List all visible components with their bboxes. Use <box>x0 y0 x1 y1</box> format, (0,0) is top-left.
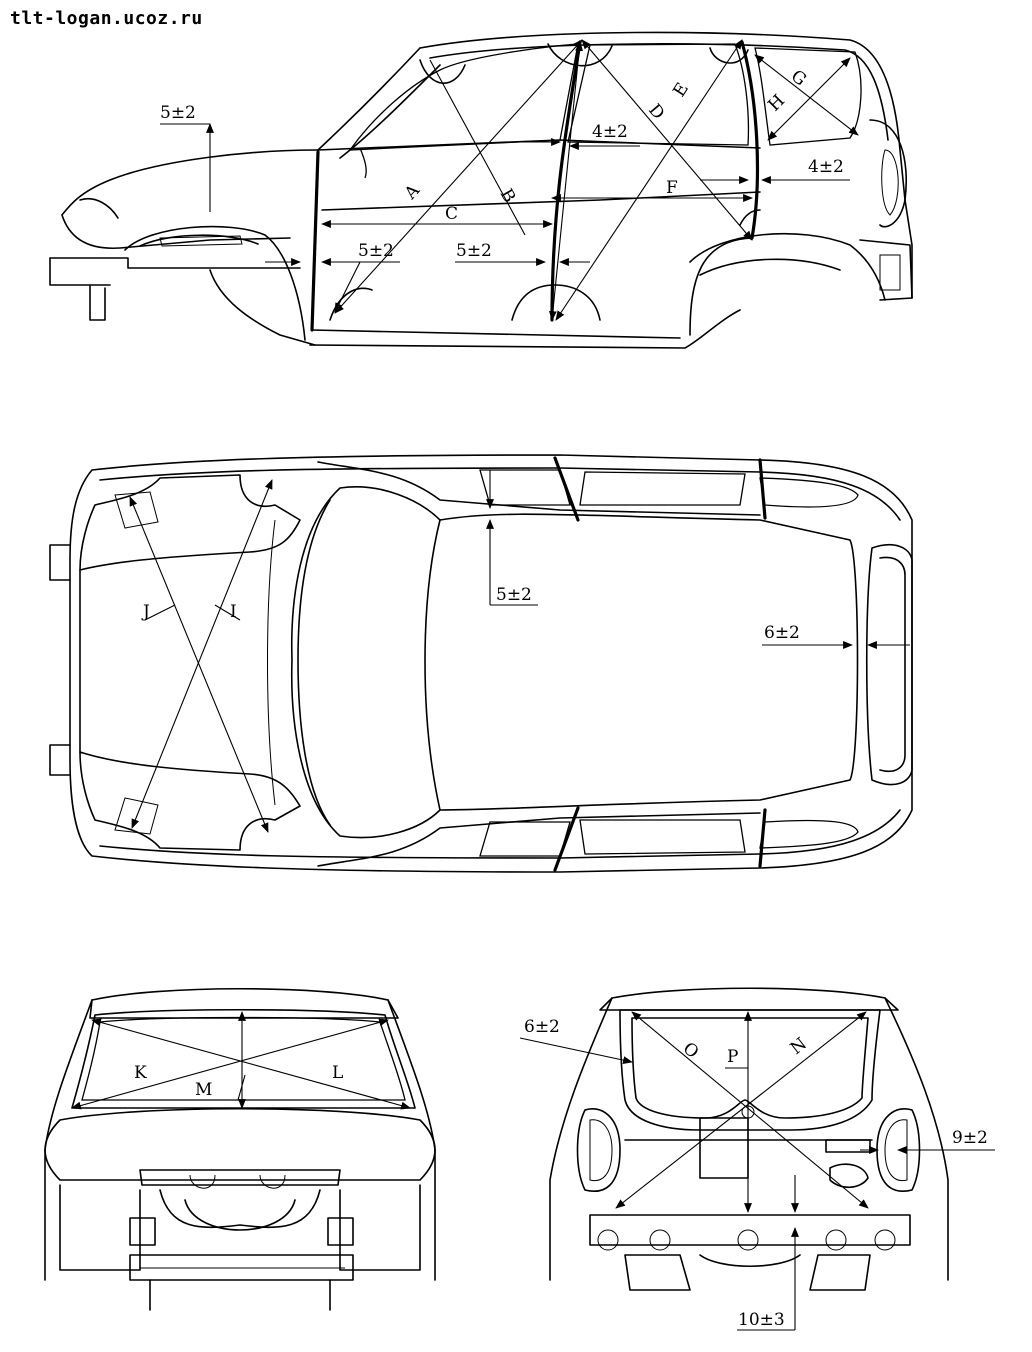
rear-roof-outline <box>599 987 899 1011</box>
label-h: H <box>764 91 789 116</box>
side-roof-outline <box>419 31 913 299</box>
top-windshield <box>290 486 441 839</box>
watermark-text: tlt-logan.ucoz.ru <box>10 8 203 29</box>
side-rocker <box>311 329 681 339</box>
side-dim-h-line <box>767 57 851 141</box>
label-i: I <box>230 602 237 622</box>
top-hood <box>79 474 301 571</box>
label-p: P <box>727 1047 738 1067</box>
tol-rear-lamp-right: 9±2 <box>952 1128 988 1148</box>
top-body-outline <box>69 454 913 873</box>
rear-dim-o-line <box>631 1011 869 1209</box>
tol-rear-bottom: 10±3 <box>738 1310 785 1330</box>
rear-dim-n-line <box>615 1011 867 1209</box>
top-roof <box>439 513 859 811</box>
top-dim-i-line <box>131 479 273 829</box>
side-view: A B C D E F G H 5±2 4±2 4±2 5±2 5±2 <box>49 31 913 349</box>
top-rear-window <box>865 544 913 786</box>
label-l: L <box>332 1063 343 1083</box>
tol-side-belt: 4±2 <box>592 122 628 142</box>
side-front-window <box>348 43 579 151</box>
side-dim-e-line <box>555 39 743 321</box>
label-d: D <box>644 100 668 123</box>
label-a: A <box>400 180 424 204</box>
side-hood <box>61 149 319 216</box>
label-n: N <box>787 1034 811 1059</box>
tol-side-center-pillar: 5±2 <box>456 241 492 261</box>
tol-side-front-door-bottom: 5±2 <box>358 241 394 261</box>
tol-side-rear-pillar: 4±2 <box>808 157 844 177</box>
tol-top-rear-window: 6±2 <box>764 623 800 643</box>
rear-left-lamp <box>576 1108 621 1192</box>
front-view: K L M <box>44 987 436 1311</box>
tol-side-roof-front: 5±2 <box>160 103 196 123</box>
label-e: E <box>669 79 693 100</box>
rear-plate-panel <box>699 1117 749 1179</box>
front-hood <box>44 1107 436 1181</box>
label-j: J <box>141 602 150 622</box>
side-dim-b-line <box>429 59 526 236</box>
label-g: G <box>787 66 810 90</box>
side-dim-a-line <box>334 39 583 314</box>
label-m: M <box>195 1080 212 1100</box>
label-k: K <box>134 1063 147 1083</box>
front-dim-k-line <box>71 1018 389 1110</box>
front-roof-outline <box>89 987 399 1019</box>
side-front-wheel-arch <box>124 225 306 341</box>
label-o: O <box>679 1039 703 1063</box>
label-f: F <box>666 178 678 198</box>
side-c-pillar <box>740 40 760 240</box>
tol-rear-hatch-left: 6±2 <box>524 1017 560 1037</box>
label-c: C <box>445 204 458 224</box>
rear-hatch-opening <box>619 1009 881 1131</box>
top-view: J I 5±2 6±2 <box>49 454 913 873</box>
tol-top-roof: 5±2 <box>496 585 532 605</box>
rear-right-lamp <box>876 1108 921 1192</box>
rear-view: O P N 6±2 9±2 10±3 <box>519 987 995 1331</box>
side-roofline-inner <box>429 43 889 141</box>
